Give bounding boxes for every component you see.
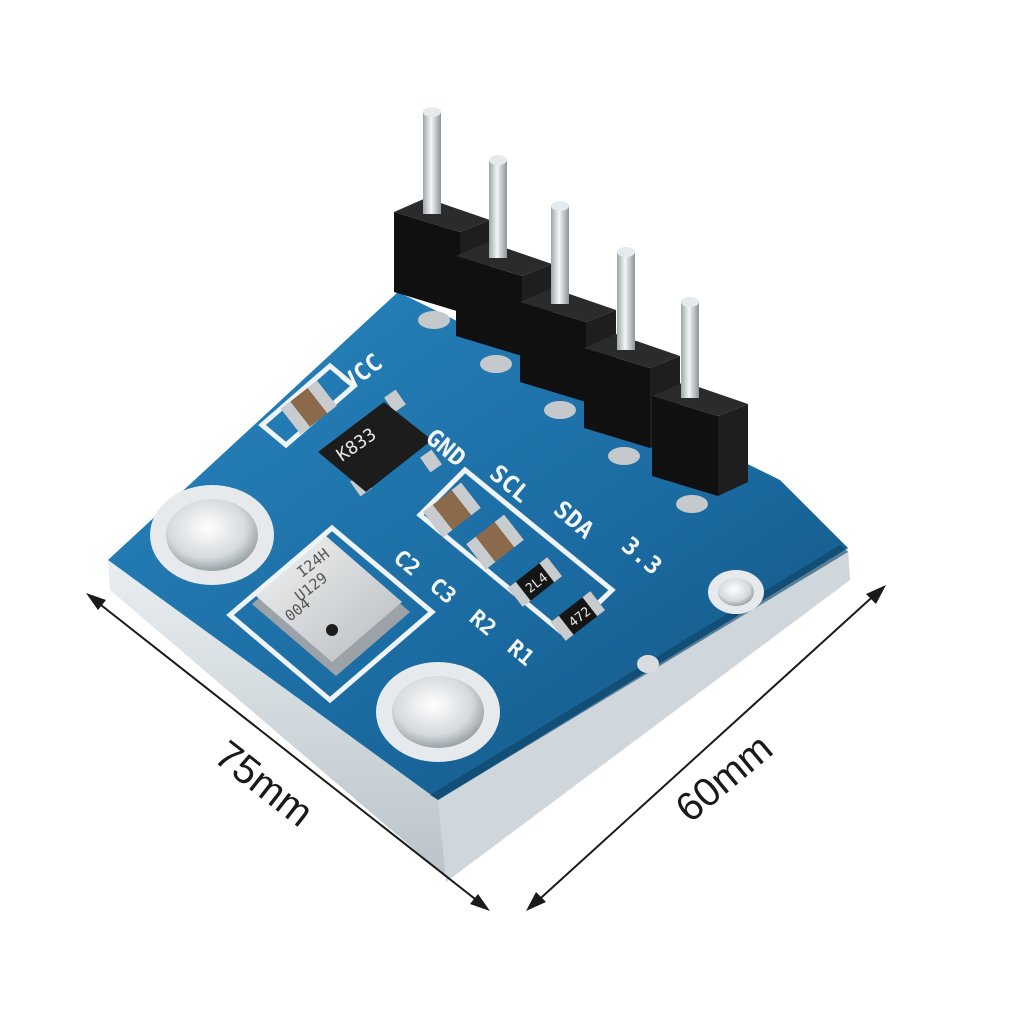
header-pin-5 <box>681 297 699 398</box>
header-pin-1 <box>423 107 441 214</box>
header-block-top-1 <box>394 198 490 232</box>
via-hole-inner <box>718 578 754 606</box>
pressure-sensor: I24H U129 004 <box>252 536 410 676</box>
header-block-front-5 <box>718 404 748 496</box>
header-pin-tip-3 <box>551 201 569 211</box>
header-block-side-5 <box>652 396 718 496</box>
capacitor-c3-end-2 <box>494 514 524 548</box>
header-block-side-4 <box>584 348 650 448</box>
header-pin-shaft-2 <box>489 160 507 258</box>
header-solder-joint-2 <box>480 355 512 373</box>
width-arrow-end <box>470 894 490 911</box>
pin-header <box>394 107 748 513</box>
resistor-r1-end <box>507 581 531 607</box>
small-via <box>637 655 659 673</box>
capacitor-c1-end <box>280 401 310 435</box>
header-pin-shaft-4 <box>617 252 635 350</box>
header-pin-shaft-5 <box>681 302 699 398</box>
voltage-regulator: K833 <box>318 389 442 497</box>
header-pin-tip-5 <box>681 297 699 307</box>
header-pin-4 <box>617 247 635 350</box>
header-block-side-3 <box>520 302 586 402</box>
regulator-lead-2 <box>420 449 442 473</box>
width-dimension-line <box>91 597 485 907</box>
resistor-r1: 2L4 <box>507 557 563 607</box>
capacitor-c1-end-2 <box>307 380 337 414</box>
mounting-hole-bottom-inner <box>392 676 484 748</box>
pcb-side-edge <box>108 560 450 880</box>
header-block-top-3 <box>520 288 616 322</box>
sensor-vent-dot <box>326 624 338 636</box>
resistors: 2L4 472 <box>507 557 606 641</box>
header-block-top-4 <box>584 334 680 368</box>
resistor-r2-end-2 <box>582 591 606 617</box>
width-arrow-start <box>86 593 106 610</box>
resistor-r2-end <box>550 615 574 641</box>
resistor-r1-end-2 <box>539 557 563 583</box>
sensor-outline <box>226 524 436 704</box>
capacitor-c2-end-2 <box>451 482 481 516</box>
regulator-lead-3 <box>384 389 406 413</box>
header-solder-joint-5 <box>676 495 708 513</box>
header-pin-2 <box>489 155 507 258</box>
cap-outline <box>258 362 358 449</box>
header-pin-tip-2 <box>489 155 507 165</box>
header-block-5 <box>652 382 748 513</box>
header-solder-joint-1 <box>418 311 450 329</box>
capacitor-c2-end <box>423 504 453 538</box>
header-solder-joint-3 <box>544 401 576 419</box>
capacitor-c3-end <box>466 536 496 570</box>
capacitor-c1 <box>280 380 337 435</box>
regulator-body <box>318 402 432 492</box>
pcb-front-edge <box>438 548 850 882</box>
header-block-top-2 <box>456 242 552 276</box>
mounting-holes <box>150 485 764 762</box>
header-block-side-1 <box>394 212 460 312</box>
sensor-can-top <box>256 536 402 662</box>
depth-dimension-label: 60mm <box>668 726 781 831</box>
header-solder-joint-4 <box>608 447 640 465</box>
capacitors <box>280 380 524 570</box>
header-block-side-2 <box>456 256 522 356</box>
header-pin-tip-4 <box>617 247 635 257</box>
depth-dimension-line <box>531 589 881 907</box>
depth-arrow-start <box>526 892 546 911</box>
capacitor-c2 <box>423 482 481 538</box>
header-pin-shaft-3 <box>551 206 569 304</box>
header-pin-3 <box>551 201 569 304</box>
depth-arrow-end <box>866 585 886 604</box>
header-pin-shaft-1 <box>423 112 441 214</box>
header-pin-tip-1 <box>423 107 441 117</box>
header-block-top-5 <box>652 382 748 416</box>
capacitor-c3 <box>466 514 524 570</box>
mounting-hole-left-inner <box>166 499 258 571</box>
